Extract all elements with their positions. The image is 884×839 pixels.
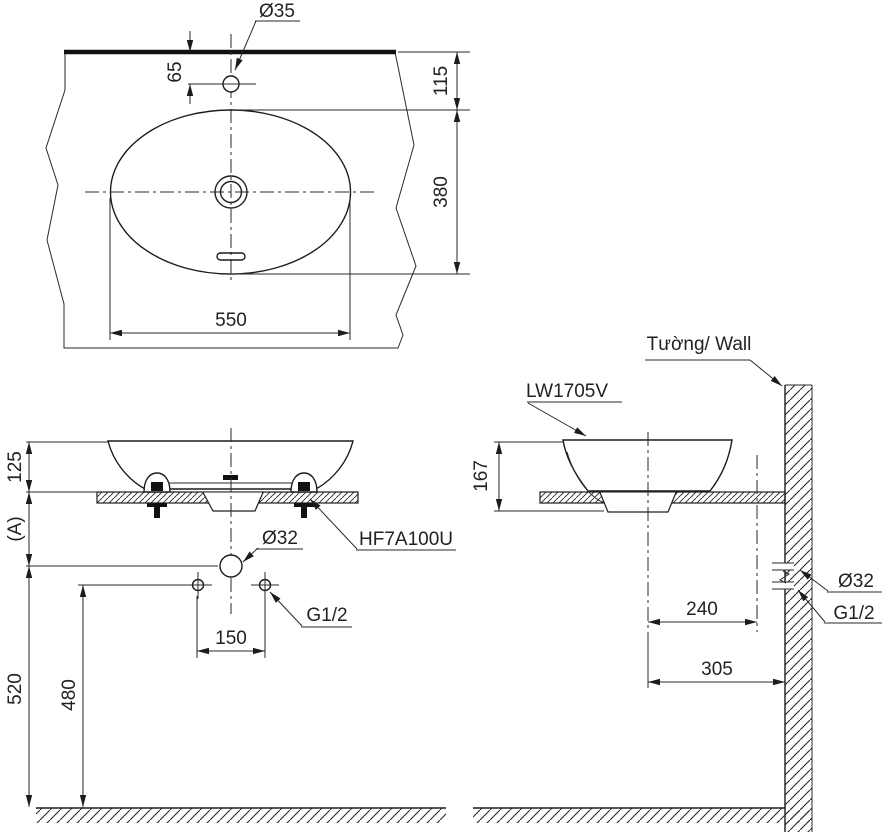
mounting-clip-left xyxy=(143,472,171,518)
side-view: 167 240 305 Tường/ Wall LW1705V Ø32 G1/2 xyxy=(471,334,882,832)
clip-code-label: HF7A100U xyxy=(359,529,453,550)
overflow-slot xyxy=(216,252,246,261)
counter-slab xyxy=(96,491,359,512)
dim-240-label: 240 xyxy=(686,599,718,620)
stub-break-mark xyxy=(779,570,790,584)
dim-167-label: 167 xyxy=(471,460,492,492)
basin-inner-curve xyxy=(566,451,605,504)
drain-stub xyxy=(772,562,794,571)
drain-dia-side-label: Ø32 xyxy=(838,571,874,592)
drain-inner xyxy=(219,180,243,204)
faucet-hole-tick xyxy=(223,475,238,480)
front-view: 125 (A) 520 480 xyxy=(5,428,456,823)
dim-A-label: (A) xyxy=(5,516,26,541)
mounting-clip-right xyxy=(290,472,318,518)
model-code-label: LW1705V xyxy=(526,381,608,402)
supply-thread-front-label: G1/2 xyxy=(306,605,347,626)
floor-side xyxy=(473,807,812,823)
faucet-dia-label: Ø35 xyxy=(259,1,295,22)
drain-dia-front-label: Ø32 xyxy=(262,528,298,549)
dim-550-label: 550 xyxy=(215,310,247,331)
dim-65-label: 65 xyxy=(165,61,186,82)
dim-520-label: 520 xyxy=(5,673,26,705)
supply-thread-side-label: G1/2 xyxy=(833,603,874,624)
dim-150-label: 150 xyxy=(215,628,247,649)
dim-480-label: 480 xyxy=(59,679,80,711)
supply-stub xyxy=(772,581,794,590)
dim-125-label: 125 xyxy=(5,451,26,483)
dim-305-label: 305 xyxy=(701,659,733,680)
dim-115-label: 115 xyxy=(431,66,452,96)
drain-hole-front xyxy=(219,554,243,578)
counter-outline xyxy=(45,51,417,349)
floor-front xyxy=(36,807,446,823)
counter-slab-side xyxy=(539,491,786,513)
supply-hole-right xyxy=(251,572,279,599)
wall-label: Tường/ Wall xyxy=(647,334,752,355)
supply-hole-left xyxy=(184,572,212,599)
wall xyxy=(784,384,813,832)
dim-380-label: 380 xyxy=(431,176,452,208)
drain-outer xyxy=(214,175,248,209)
top-view: 65 115 380 550 Ø35 xyxy=(45,1,470,349)
